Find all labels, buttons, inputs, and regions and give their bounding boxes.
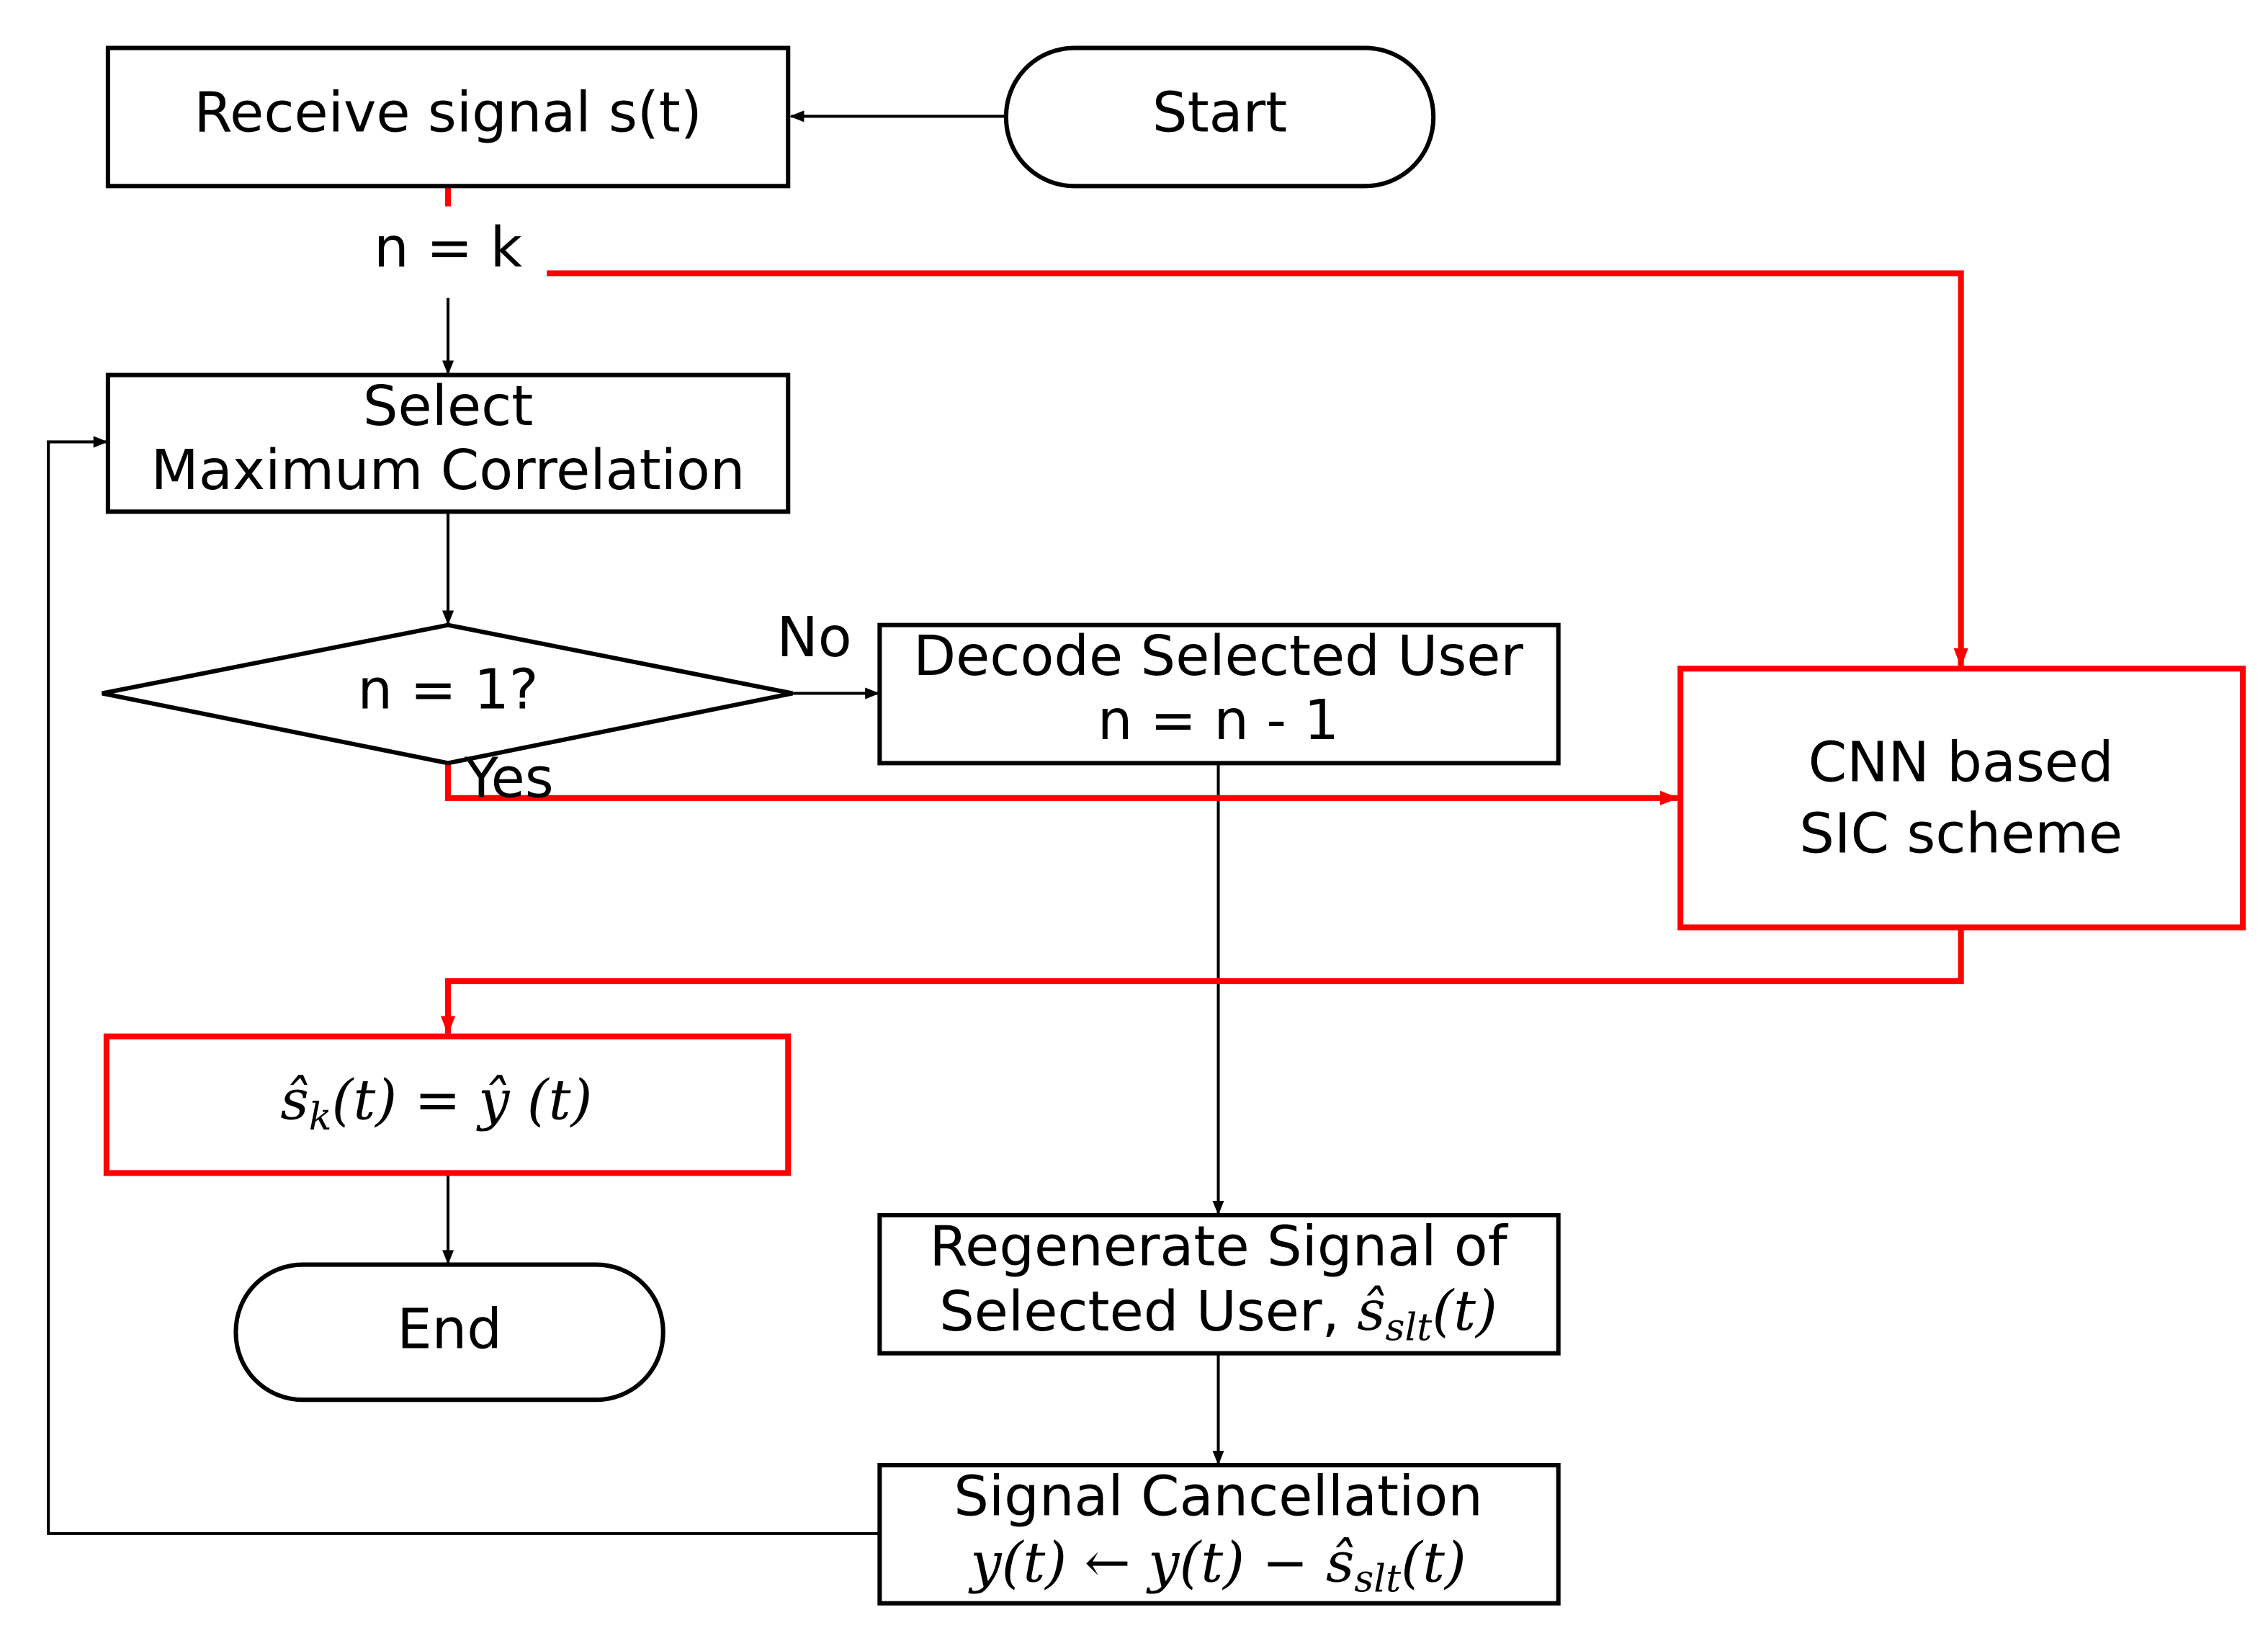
end-terminal: End [233,1262,665,1403]
cnn-label-line2: SIC scheme [1799,802,2123,866]
decode-label-line1: Decode Selected User [913,625,1523,689]
select-max-correlation-box: Select Maximum Correlation [105,372,791,514]
signal-cancellation-box: Signal Cancellation y(t) ← y(t) − ŝslt(t… [877,1462,1561,1606]
yes-label: Yes [464,747,554,811]
edge-yes-cnn [445,763,1680,805]
start-terminal: Start [1003,45,1436,189]
edge-cancel-loop [47,436,880,1535]
regenerate-box: Regenerate Signal of Selected User, ŝslt… [877,1212,1561,1356]
start-label: Start [1152,81,1287,145]
decode-box: Decode Selected User n = n - 1 [877,622,1561,766]
end-label: End [397,1297,502,1361]
select-label-line1: Select [363,375,533,439]
decision-label: n = 1? [358,658,539,723]
output-formula: ŝk(t) = ŷ (t) [280,1069,592,1139]
regenerate-label-line1: Regenerate Signal of [929,1215,1508,1279]
cnn-label-line1: CNN based [1808,730,2114,795]
no-label: No [776,606,851,670]
edge-cnn-output [440,927,1964,1035]
cnn-sic-box: CNN based SIC scheme [1677,666,2246,931]
select-label-line2: Maximum Correlation [151,439,745,503]
cancel-formula: y(t) ← y(t) − ŝslt(t) [968,1531,1466,1601]
output-box: ŝk(t) = ŷ (t) [103,1033,792,1176]
edge-init-cnn [547,270,1968,668]
receive-signal-label: Receive signal s(t) [194,81,702,145]
decode-label-line2: n = n - 1 [1098,689,1339,753]
regenerate-label-line2: Selected User, ŝslt(t) [939,1279,1497,1349]
cancel-label-line1: Signal Cancellation [954,1464,1483,1529]
receive-signal-box: Receive signal s(t) [105,45,791,189]
init-label: n = k [374,216,523,280]
decision-diamond: n = 1? [102,622,793,766]
